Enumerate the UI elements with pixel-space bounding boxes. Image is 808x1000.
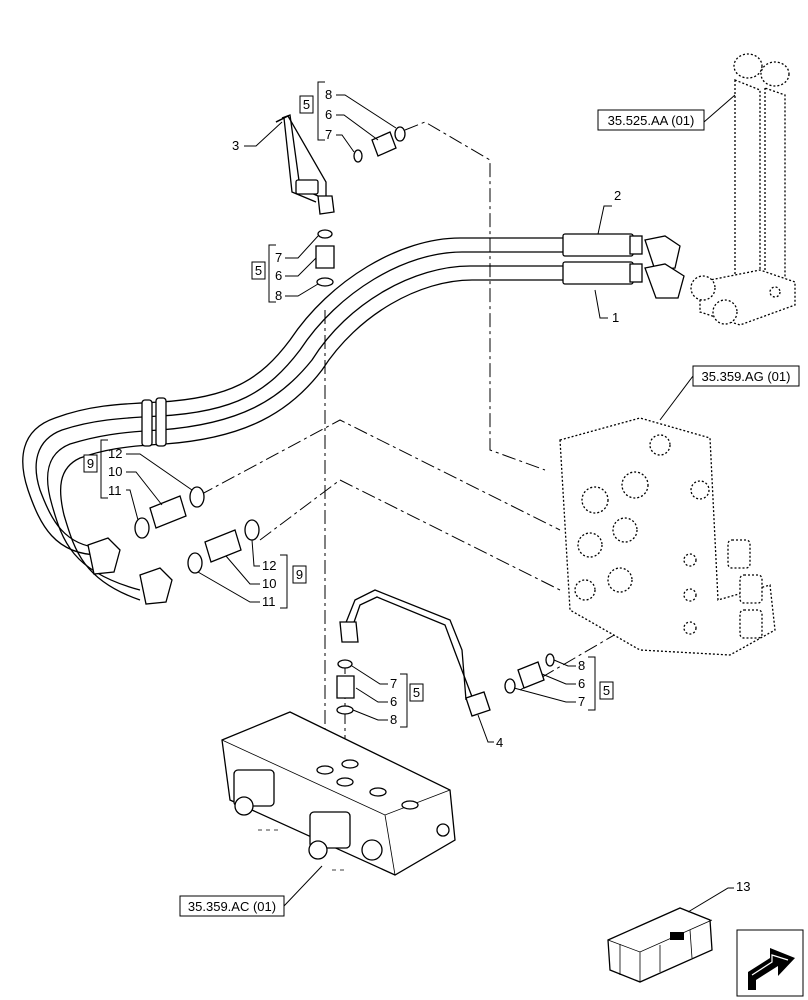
manifold-block	[221, 711, 456, 876]
callout-group-left-upper: 9 12 10 11	[83, 439, 193, 521]
fitting-group-bottom-left	[336, 659, 355, 715]
callout-2: 2	[597, 188, 621, 235]
svg-text:9: 9	[87, 456, 94, 471]
svg-text:35.525.AA (01): 35.525.AA (01)	[608, 113, 695, 128]
svg-text:7: 7	[578, 694, 585, 709]
svg-text:12: 12	[108, 446, 122, 461]
callout-group-bottom-right: 8 6 7 5	[513, 656, 614, 711]
svg-text:9: 9	[296, 567, 303, 582]
callout-3: 3	[232, 121, 283, 153]
fitting-group-bottom-right	[504, 653, 555, 694]
svg-text:6: 6	[578, 676, 585, 691]
callout-group-mid: 5 7 6 8	[251, 235, 319, 303]
svg-text:5: 5	[603, 683, 610, 698]
svg-text:5: 5	[413, 685, 420, 700]
pipe-4	[339, 589, 491, 717]
kit-crate-icon	[607, 907, 713, 983]
arrow-next-page-icon[interactable]	[736, 929, 804, 997]
callout-4: 4	[477, 714, 503, 750]
svg-text:6: 6	[325, 107, 332, 122]
svg-text:13: 13	[736, 879, 750, 894]
svg-text:35.359.AC (01): 35.359.AC (01)	[188, 899, 276, 914]
callout-group-top: 5 8 6 7	[299, 81, 397, 153]
cylinder-assembly	[690, 53, 796, 326]
svg-text:6: 6	[275, 268, 282, 283]
svg-text:11: 11	[108, 483, 122, 498]
svg-text:7: 7	[275, 250, 282, 265]
svg-text:10: 10	[108, 464, 122, 479]
reference-bottom-left[interactable]: 35.359.AC (01)	[179, 865, 323, 917]
svg-text:8: 8	[390, 712, 397, 727]
svg-text:2: 2	[614, 188, 621, 203]
svg-text:4: 4	[496, 735, 503, 750]
fitting-group-top	[353, 126, 406, 163]
svg-text:8: 8	[578, 658, 585, 673]
reference-mid-right[interactable]: 35.359.AG (01)	[659, 365, 800, 421]
callout-group-left-lower: 12 10 11 9	[197, 539, 307, 609]
svg-text:8: 8	[325, 87, 332, 102]
callout-1: 1	[594, 289, 619, 325]
svg-text:10: 10	[262, 576, 276, 591]
callout-group-bottom-left: 7 6 8 5	[351, 665, 424, 728]
fitting-group-left-upper	[134, 486, 205, 539]
pipe-3	[275, 114, 335, 215]
callout-13: 13	[687, 879, 750, 913]
svg-text:7: 7	[325, 127, 332, 142]
reference-top-right[interactable]: 35.525.AA (01)	[597, 94, 736, 131]
control-valve-block	[559, 417, 776, 656]
svg-text:5: 5	[255, 263, 262, 278]
svg-text:3: 3	[232, 138, 239, 153]
svg-text:12: 12	[262, 558, 276, 573]
svg-text:6: 6	[390, 694, 397, 709]
svg-text:8: 8	[275, 288, 282, 303]
svg-text:1: 1	[612, 310, 619, 325]
svg-text:7: 7	[390, 676, 397, 691]
fitting-group-left-lower	[187, 519, 260, 574]
svg-text:5: 5	[303, 97, 310, 112]
hose-assembly	[22, 233, 685, 605]
fitting-group-mid	[315, 229, 335, 287]
svg-text:11: 11	[262, 594, 276, 609]
svg-text:35.359.AG (01): 35.359.AG (01)	[702, 369, 791, 384]
